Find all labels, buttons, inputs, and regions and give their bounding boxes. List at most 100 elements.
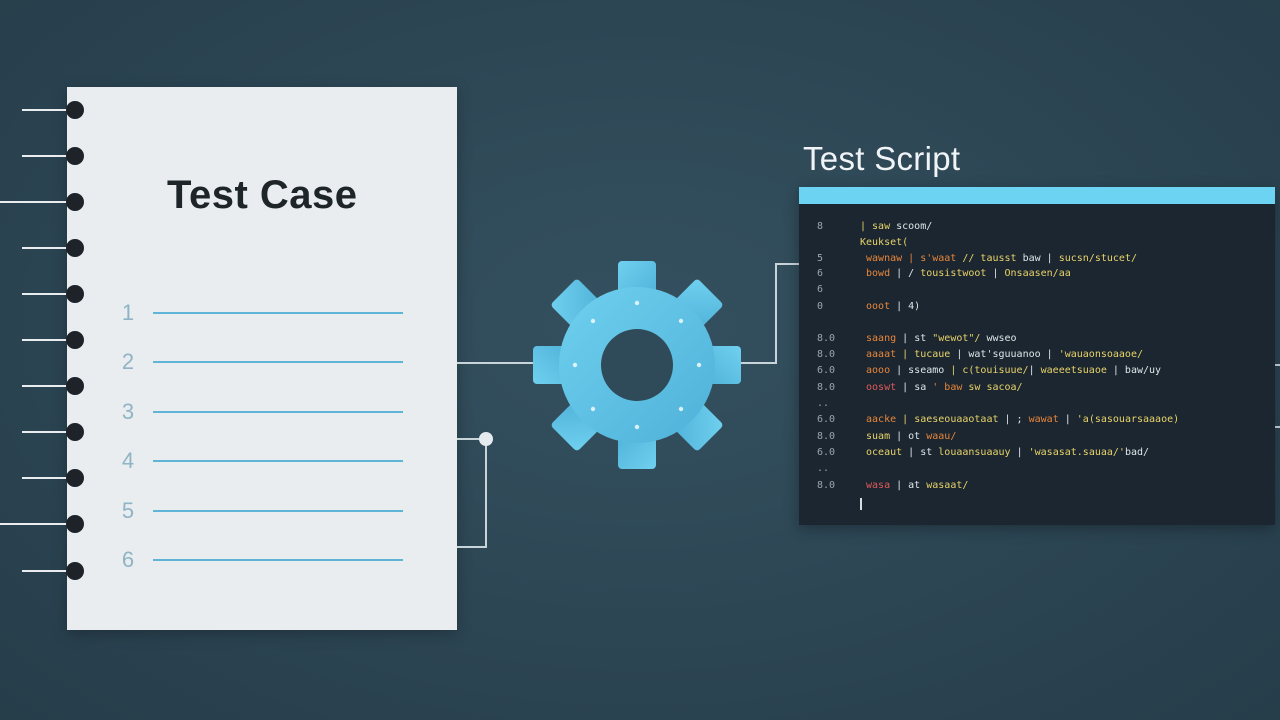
test-step-row: 5 xyxy=(117,497,407,523)
code-token: baw | xyxy=(1022,253,1059,264)
code-text: | saw scoom/ xyxy=(860,221,932,232)
code-text: Keukset( xyxy=(860,237,908,248)
code-line: 6 xyxy=(799,284,1275,298)
code-token: ' baw xyxy=(932,382,969,393)
code-line: 8.0 aaaat | tucaue | wat'sguuanoo | 'wau… xyxy=(799,349,1275,363)
code-token: scoom/ xyxy=(896,221,933,232)
code-token: | st xyxy=(902,333,933,344)
test-step-line xyxy=(153,559,403,561)
test-step-line xyxy=(153,460,403,463)
code-token: aaaat xyxy=(860,349,903,360)
test-step-number: 2 xyxy=(121,349,135,375)
test-step-row: 3 xyxy=(117,399,407,424)
code-token: ooswt xyxy=(860,382,903,393)
test-step-number: 5 xyxy=(121,497,135,523)
spiral-wire xyxy=(22,477,75,479)
line-number: .. xyxy=(817,398,830,409)
code-text: oceaut | st louaansuaauy | 'wasasat.saua… xyxy=(860,447,1149,458)
code-text: aaaat | tucaue | wat'sguuanoo | 'wauaons… xyxy=(860,349,1143,360)
spiral-wire xyxy=(22,109,75,111)
code-token: wasa xyxy=(860,480,897,491)
line-number: 6.0 xyxy=(817,365,836,376)
code-text: saang | st "wewot"/ wwseo xyxy=(860,333,1017,344)
code-line: 6 bowd | / tousistwoot | Onsaasen/aa xyxy=(799,268,1275,282)
test-step-line xyxy=(153,410,403,413)
spiral-ring xyxy=(66,193,84,211)
code-token: sw sacoa/ xyxy=(968,382,1023,393)
connector-loop-top xyxy=(457,438,487,440)
code-token: | xyxy=(1064,414,1077,425)
code-token: suam xyxy=(860,431,897,442)
line-number: 6 xyxy=(817,284,824,295)
code-token: | xyxy=(1028,365,1041,376)
connector-loop-vertical xyxy=(485,438,487,548)
spiral-ring xyxy=(66,101,84,119)
test-step-row: 4 xyxy=(117,448,407,474)
spiral-ring xyxy=(66,331,84,349)
test-case-notebook: Test Case 1 2 3 4 5 6 xyxy=(67,87,457,630)
code-token: | sseamo xyxy=(896,365,951,376)
spiral-wire xyxy=(22,247,75,249)
spiral-ring xyxy=(66,515,84,533)
spiral-ring xyxy=(66,239,84,257)
code-token: | saw xyxy=(860,221,897,232)
code-token: | at xyxy=(896,480,927,491)
code-token: waeeetsuaoe xyxy=(1040,365,1113,376)
connector-gear-script-h1 xyxy=(740,362,776,364)
code-token: 'a(sasouarsaaaoe) xyxy=(1076,414,1180,425)
code-token: tousistwoot xyxy=(920,268,993,279)
code-token: | sa xyxy=(902,382,933,393)
spiral-wire xyxy=(0,201,75,203)
code-text: ooot | 4) xyxy=(860,301,920,312)
spiral-wire xyxy=(22,293,75,295)
code-token: | saeseouaaotaat xyxy=(902,414,1005,425)
code-line: .. xyxy=(799,398,1275,412)
code-token: aacke xyxy=(860,414,903,425)
spiral-wire xyxy=(22,385,75,387)
spiral-ring xyxy=(66,285,84,303)
code-token: saang xyxy=(860,333,903,344)
text-cursor xyxy=(860,498,862,510)
test-case-title: Test Case xyxy=(167,173,358,217)
code-token: | wat'sguuanoo xyxy=(956,349,1047,360)
code-token: | 4) xyxy=(896,301,921,312)
code-line xyxy=(799,317,1275,331)
spiral-ring xyxy=(66,562,84,580)
code-token: wawat xyxy=(1028,414,1065,425)
code-token: Onsaasen/aa xyxy=(1004,268,1071,279)
test-step-row: 2 xyxy=(117,349,407,375)
code-token: waau/ xyxy=(926,431,957,442)
line-number: .. xyxy=(817,463,830,474)
code-line: 6.0 oceaut | st louaansuaauy | 'wasasat.… xyxy=(799,447,1275,461)
connector-notebook-gear xyxy=(457,362,537,364)
gear-icon xyxy=(532,260,742,470)
code-token: | xyxy=(1046,349,1059,360)
code-token: | xyxy=(1016,447,1029,458)
code-line: Keukset( xyxy=(799,237,1275,251)
code-token: ooot xyxy=(860,301,897,312)
connector-script-out-1 xyxy=(1273,364,1280,366)
code-token: louaansuaauy xyxy=(938,447,1017,458)
code-token: 'wasasat.sauaa/' xyxy=(1028,447,1125,458)
spiral-ring xyxy=(66,377,84,395)
code-text: wawnaw | s'waat // tausst baw | sucsn/st… xyxy=(860,253,1137,264)
code-token: sucsn/stucet/ xyxy=(1058,253,1137,264)
spiral-wire xyxy=(22,570,75,572)
spiral-wire xyxy=(0,523,75,525)
connector-loop-bottom xyxy=(457,546,487,548)
code-token: | xyxy=(992,268,1005,279)
connector-gear-script-h2 xyxy=(775,263,801,265)
code-line: 8.0 ooswt | sa ' baw sw sacoa/ xyxy=(799,382,1275,396)
code-token: wasaat/ xyxy=(926,480,969,491)
code-line: 5 wawnaw | s'waat // tausst baw | sucsn/… xyxy=(799,253,1275,267)
code-token: bad/ xyxy=(1124,447,1150,458)
code-text: aacke | saeseouaaotaat | ; wawat | 'a(sa… xyxy=(860,414,1179,425)
test-step-number: 6 xyxy=(121,547,135,572)
test-step-line xyxy=(153,361,403,364)
test-step-number: 1 xyxy=(121,300,135,325)
test-step-number: 4 xyxy=(121,448,135,474)
code-token: | st xyxy=(908,447,939,458)
test-script-title: Test Script xyxy=(803,140,961,177)
code-token: wawnaw | s'waat xyxy=(860,253,963,264)
code-line: 8| saw scoom/ xyxy=(799,221,1275,235)
